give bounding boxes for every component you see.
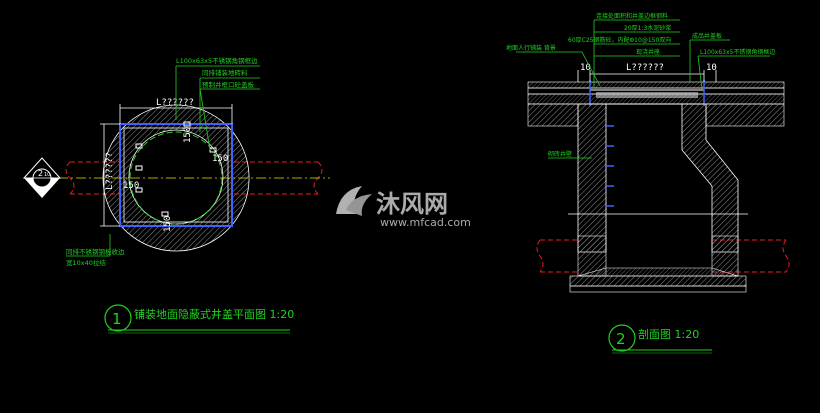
plan-view: L?????? L?????? 150 150 150 150 L100x63x… xyxy=(22,56,330,334)
section-note-leaders xyxy=(516,19,770,159)
section-note-4: 现浇井座 xyxy=(636,48,660,56)
section-view: L?????? 10 10 连接处面积和井盖边框钢料 20厚1:3水泥砂浆 60… xyxy=(506,12,790,354)
watermark-logo-icon xyxy=(336,186,372,216)
section-bottom-slab xyxy=(577,267,739,277)
section-wall-left xyxy=(577,103,607,253)
plan-dim-top-label: L?????? xyxy=(156,98,194,108)
section-left-callout: 地面人行铺装 背景 xyxy=(506,44,556,52)
plan-title-circle xyxy=(104,304,132,332)
section-paving-layer xyxy=(527,81,785,89)
plan-bottom-callout-2: 宽10x40拉结 xyxy=(66,258,106,267)
plan-callout-2: 同排铺装地砖料 xyxy=(202,68,248,77)
watermark: 沐风网 www.mfcad.com xyxy=(336,186,471,229)
section-wall-label: 砌砖井壁 xyxy=(548,150,572,158)
plan-title-number: 1 xyxy=(112,310,122,328)
section-right-callout-1: 成品井盖板 xyxy=(692,32,722,40)
plan-cover-frame xyxy=(119,123,233,227)
plan-bottom-callout-1: 同排不锈钢钢板收边 xyxy=(66,247,125,256)
section-dim-top xyxy=(577,70,717,82)
section-dim-top-label: L?????? xyxy=(626,63,664,73)
plan-dim-left xyxy=(100,123,120,227)
plan-section-mark-number: 2 xyxy=(38,169,43,178)
plan-title: 铺装地面隐蔽式井盖平面图 1:20 xyxy=(134,307,294,321)
plan-callout-1: L100x63x5不锈钢角钢框边 xyxy=(176,56,258,65)
section-title-circle xyxy=(608,324,636,352)
plan-section-mark xyxy=(22,157,62,198)
plan-dim-150-d: 150 xyxy=(163,216,173,232)
section-step-irons xyxy=(606,125,614,207)
section-right-callout-2: L100x63x5不锈钢角钢框边 xyxy=(700,48,775,56)
watermark-url: www.mfcad.com xyxy=(380,216,471,229)
plan-section-mark-ref: 10 xyxy=(44,172,50,178)
section-dim-right-10: 10 xyxy=(706,63,717,73)
plan-dim-150-c: 150 xyxy=(123,181,139,191)
section-title: 剖面图 1:20 xyxy=(638,327,699,341)
plan-dim-150-a: 150 xyxy=(183,127,193,143)
section-note-1: 连接处面积和井盖边框钢料 xyxy=(596,12,668,20)
section-title-number: 2 xyxy=(616,330,626,348)
plan-dim-150-b: 150 xyxy=(212,154,228,164)
watermark-brand: 沐风网 xyxy=(376,190,448,218)
section-note-3: 60厚C25钢筋砼，内配Φ10@150双向 xyxy=(568,36,671,44)
section-pipe-left xyxy=(536,239,578,273)
section-dim-left-10: 10 xyxy=(580,63,591,73)
plan-callout-3: 预制井框口砼盖板 xyxy=(202,80,255,89)
plan-callout-leaders xyxy=(66,65,260,257)
plan-dim-left-label: L?????? xyxy=(105,152,115,190)
section-note-2: 20厚1:3水泥砂浆 xyxy=(624,24,671,32)
